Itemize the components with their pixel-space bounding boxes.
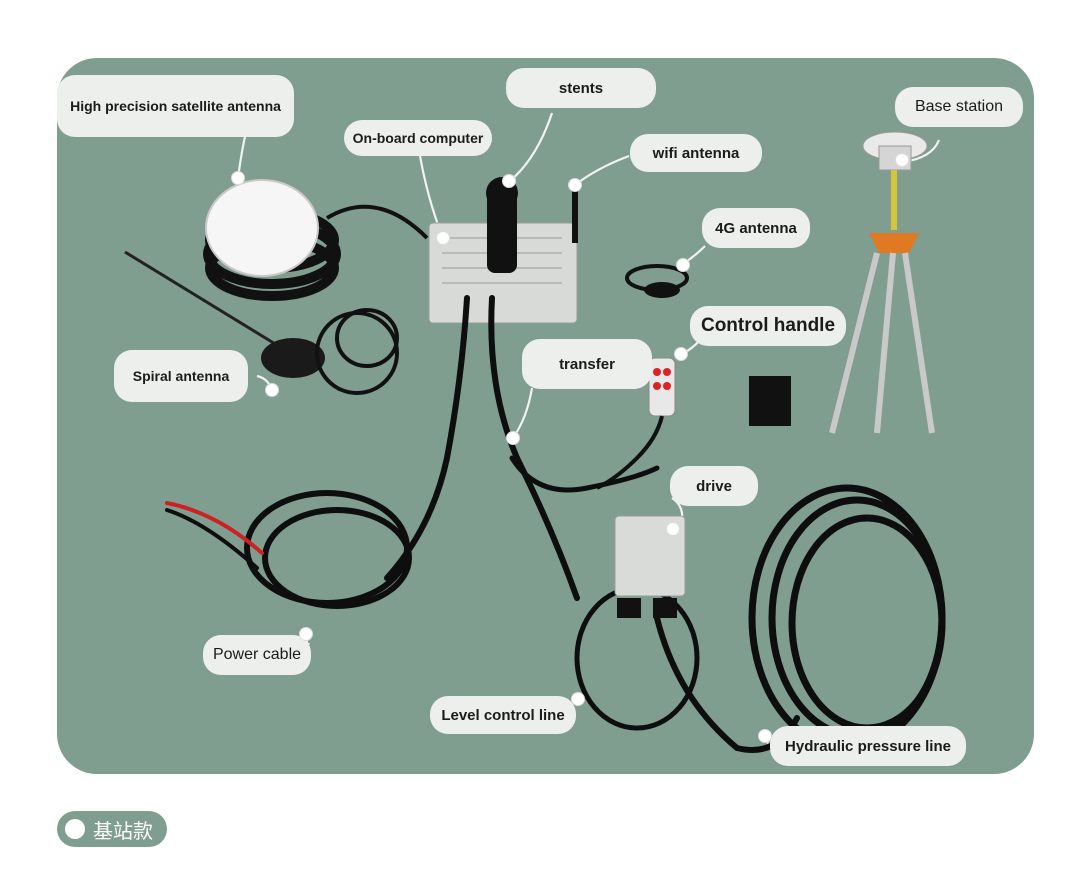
marker-dot [676, 258, 690, 272]
satellite-antenna-photo [203, 179, 429, 301]
variant-tag-label: 基站款 [93, 818, 153, 843]
antenna-4g-photo [625, 264, 689, 298]
label-stents: stents [506, 68, 656, 108]
marker-dot [758, 729, 772, 743]
label-control-handle: Control handle [690, 306, 846, 346]
label-satellite-antenna: High precision satellite antenna [57, 75, 294, 137]
variant-tag: 基站款 [57, 811, 167, 847]
label-hydraulic-pressure-line: Hydraulic pressure line [770, 726, 966, 766]
cables [165, 295, 946, 753]
label-spiral-antenna: Spiral antenna [114, 350, 248, 402]
marker-dot [568, 178, 582, 192]
spiral-antenna-photo [124, 250, 399, 395]
marker-dot [895, 153, 909, 167]
label-power-cable: Power cable [203, 635, 311, 675]
marker-dot [231, 171, 245, 185]
label-level-control-line: Level control line [430, 696, 576, 734]
drive-photo [614, 515, 686, 618]
marker-dot [502, 174, 516, 188]
marker-dot [436, 231, 450, 245]
marker-dot [666, 522, 680, 536]
product-photo-panel [57, 58, 1034, 774]
marker-dot [265, 383, 279, 397]
label-base-station: Base station [895, 87, 1023, 127]
components-illustration [124, 112, 946, 753]
onboard-computer-photo [428, 177, 578, 324]
label-wifi-antenna: wifi antenna [630, 134, 762, 172]
control-handle-photo [596, 357, 791, 490]
marker-dot [571, 692, 585, 706]
label-drive: drive [670, 466, 758, 506]
marker-dot [506, 431, 520, 445]
bullet-icon [65, 819, 85, 839]
marker-dot [299, 627, 313, 641]
label-transfer: transfer [522, 339, 652, 389]
base-station-photo [829, 131, 935, 434]
label-4g-antenna: 4G antenna [702, 208, 810, 248]
marker-dot [674, 347, 688, 361]
label-onboard-computer: On-board computer [344, 120, 492, 156]
